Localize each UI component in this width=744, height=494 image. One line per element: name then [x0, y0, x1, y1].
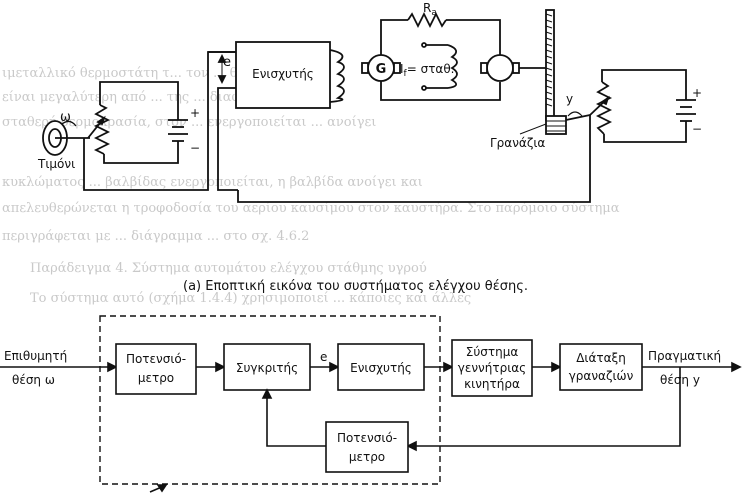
steering-wheel-icon — [42, 120, 90, 156]
bg-line-5: απελευθερώνεται η τροφοδοσία του αερίου … — [2, 201, 620, 216]
gears-label: Γρανάζια — [490, 136, 545, 150]
pinion-gear-icon — [545, 115, 567, 135]
rotation-arrow-icon — [61, 120, 77, 127]
y-label: y — [566, 92, 573, 106]
caption-a: (a) Εποπτική εικόνα του συστήματος ελέγχ… — [183, 279, 528, 294]
svg-text:+: + — [692, 86, 702, 100]
omega-label: ω — [60, 110, 71, 125]
input-label-line2: θέση ω — [12, 373, 55, 387]
bg-line-2: είναι μεγαλύτερη από ... της ... διαφορά — [2, 90, 265, 105]
gen-line1: Σύστημα — [466, 345, 519, 359]
amplifier-label: Ενισχυτής — [252, 67, 314, 81]
gen-line2: γεννήτριας — [458, 361, 526, 375]
pot1-line1: Ποτενσιό- — [126, 352, 186, 366]
gear-line1: Διάταξη — [576, 351, 626, 365]
field-current-label: If= σταθ. — [400, 62, 454, 79]
e-block-label: e — [320, 350, 327, 364]
motor-field-coil-icon — [447, 44, 458, 89]
bg-line-8: Το σύστημα αυτό (σχήμα 1.4.4) χρησιμοποι… — [30, 291, 471, 306]
gear-line2: γραναζιών — [569, 369, 634, 383]
dashed-enclosure — [99, 315, 441, 485]
svg-text:+: + — [190, 106, 200, 120]
rack-gear-icon — [545, 9, 555, 121]
pictorial-diagram: ω Τιμόνι + − e Ενισχυτ — [37, 1, 702, 294]
pot2-line2: μετρο — [349, 450, 385, 464]
output-potentiometer-icon — [589, 81, 613, 135]
wheel-label: Τιμόνι — [37, 157, 75, 171]
pot1-line2: μετρο — [138, 371, 174, 385]
motor-icon — [486, 54, 514, 82]
amplifier-box — [235, 41, 331, 109]
e-signal-label: e — [223, 55, 231, 70]
output-label-line1: Πραγματική — [648, 349, 721, 363]
gen-line3: κινητήρα — [464, 377, 520, 391]
input-potentiometer-icon — [87, 104, 111, 155]
potentiometer-2-block — [325, 421, 409, 473]
resistor-label: Ra — [423, 1, 437, 18]
gear-arrangement-block — [559, 343, 643, 391]
battery-2-icon: + − — [676, 86, 702, 136]
comparator-block — [223, 343, 311, 391]
potentiometer-1-block — [115, 343, 197, 395]
bg-line-7: Παράδειγμα 4. Σύστημα αυτομάτου ελέγχου … — [30, 261, 427, 276]
pot2-line1: Ποτενσιό- — [337, 431, 397, 445]
amplifier-block-label: Ενισχυτής — [350, 361, 412, 375]
generator-label: G — [376, 62, 387, 77]
battery-1-icon: + − — [168, 106, 200, 155]
svg-text:−: − — [692, 122, 702, 136]
block-diagram: Επιθυμητή θέση ω Ποτενσιό- μετρο Συγκριτ… — [0, 315, 742, 493]
svg-text:−: − — [190, 141, 200, 155]
resistor-icon — [407, 11, 447, 29]
comparator-label: Συγκριτής — [236, 361, 298, 375]
generator-motor-block — [451, 339, 533, 397]
bg-line-4: κυκλώματος ... βαλβίδας ενεργοποιείται, … — [2, 175, 423, 190]
field-coil-icon — [329, 49, 345, 103]
input-label-line1: Επιθυμητή — [4, 349, 67, 363]
bg-line-6: περιγράφεται με ... διάγραμμα ... στο σχ… — [2, 229, 309, 244]
